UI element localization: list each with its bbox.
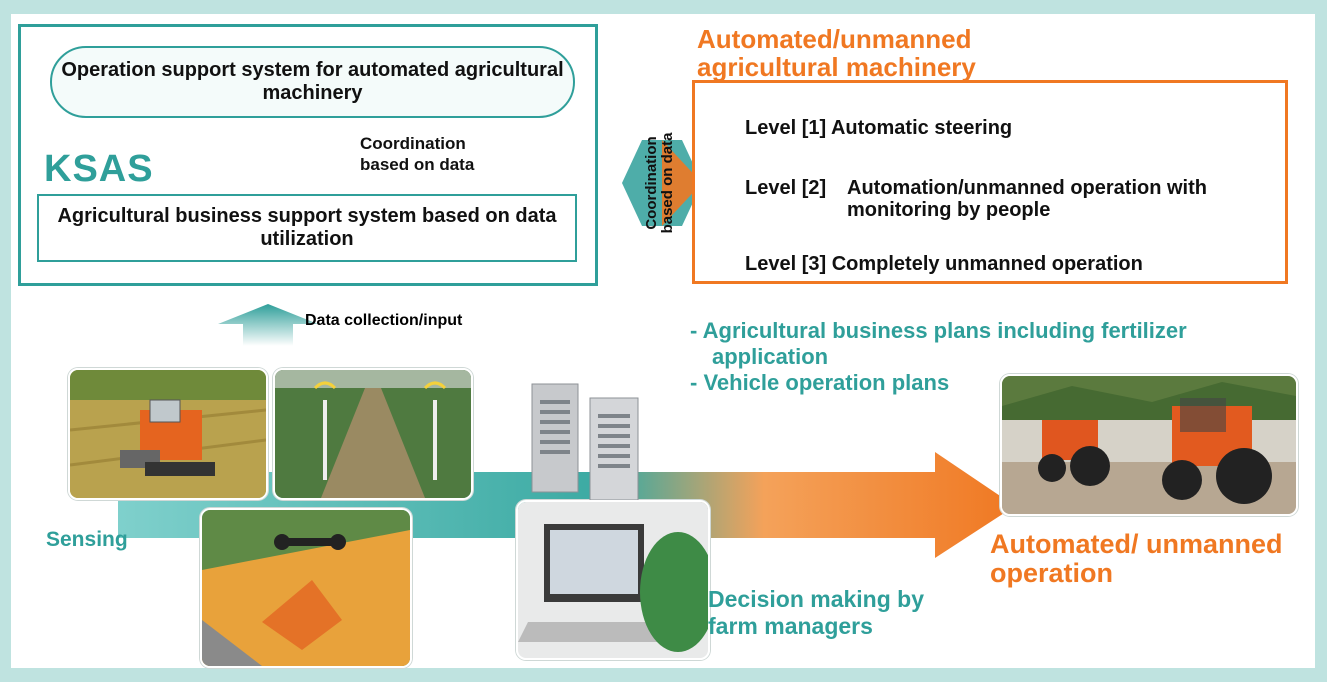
combine-harvester-photo: [68, 368, 268, 500]
automated-operation-label: Automated/ unmanned operation: [990, 529, 1283, 588]
level-1: Level [1] Automatic steering: [745, 117, 1013, 139]
decision-making-label: Decision making by farm managers: [708, 586, 925, 639]
plan-item: - Vehicle operation plans: [690, 370, 950, 395]
automated-machinery-title: Automated/unmanned agricultural machiner…: [697, 24, 976, 82]
ksas-logo: KSAS: [44, 148, 154, 190]
tractors-photo: [1000, 374, 1298, 516]
data-collection-label: Data collection/input: [305, 312, 463, 329]
business-support-system-box: Agricultural business support system bas…: [37, 194, 577, 262]
level-2: Level [2]: [745, 177, 827, 199]
farm-manager-image: [518, 502, 708, 658]
field-sensor-image: [275, 370, 471, 498]
level-3: Level [3] Completely unmanned operation: [745, 253, 1143, 275]
plans-list: - Agricultural business plans including …: [690, 318, 1232, 396]
plan-item: - Agricultural business plans including …: [690, 318, 1187, 369]
coordination-label: Coordination based on data: [360, 134, 475, 174]
drone-image: [202, 510, 410, 666]
levels-frame: [692, 80, 1288, 284]
level-2-text: Automation/unmanned operation with monit…: [847, 177, 1207, 221]
side-coordination-label: Coordination based on data: [643, 132, 676, 234]
farm-manager-photo: [516, 500, 710, 660]
data-collection-arrow: [218, 304, 318, 346]
server-icon: [530, 380, 690, 501]
operation-support-system-box: Operation support system for automated a…: [50, 46, 575, 118]
sensing-label: Sensing: [46, 528, 128, 551]
tractors-image: [1002, 376, 1296, 514]
drone-photo: [200, 508, 412, 668]
combine-harvester-image: [70, 370, 266, 498]
field-sensor-photo: [273, 368, 473, 500]
